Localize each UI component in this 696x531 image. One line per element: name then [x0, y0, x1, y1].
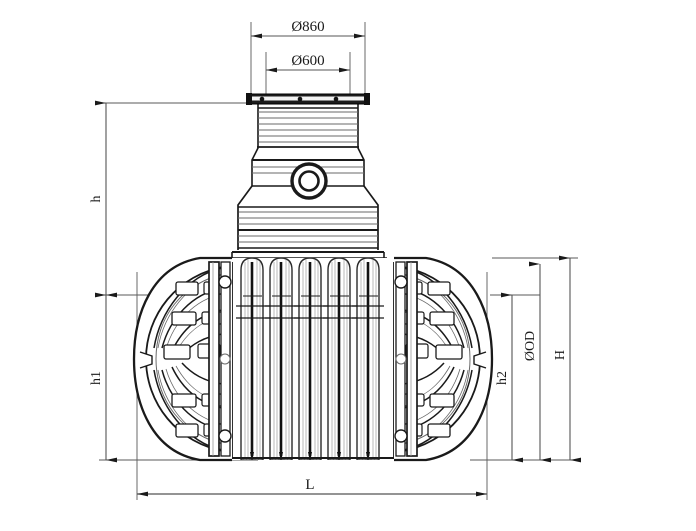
left-end-cap	[132, 256, 232, 462]
dimension-label-tank-body-height: h1	[89, 371, 104, 385]
dimension-label-tank-shell-height: h2	[495, 371, 510, 385]
dimension-label-outer-diameter: ØOD	[523, 331, 538, 361]
manhole-cover	[246, 93, 370, 105]
dimension-label-overall-body-height: H	[553, 350, 568, 360]
corrugated-body	[228, 258, 398, 460]
dimension-label-manhole-opening-diameter: Ø600	[291, 53, 324, 69]
dimension-outer-diameter: ØOD	[523, 261, 551, 463]
dimension-neck-height: h	[89, 100, 117, 298]
dimension-label-overall-length: L	[305, 477, 314, 493]
dimension-tank-body-height: h1	[89, 292, 117, 463]
dimension-overall-body-height: H	[553, 255, 581, 463]
dimension-overall-length: L	[137, 477, 487, 497]
right-end-cap	[394, 256, 494, 462]
dimension-label-neck-height: h	[89, 196, 104, 203]
dimension-outer-lid-diameter: Ø860	[251, 19, 365, 39]
dimension-tank-shell-height: h2	[495, 292, 523, 463]
neck-port	[290, 162, 328, 200]
dimension-manhole-opening-diameter: Ø600	[266, 53, 350, 73]
dimension-label-outer-lid-diameter: Ø860	[291, 19, 324, 35]
